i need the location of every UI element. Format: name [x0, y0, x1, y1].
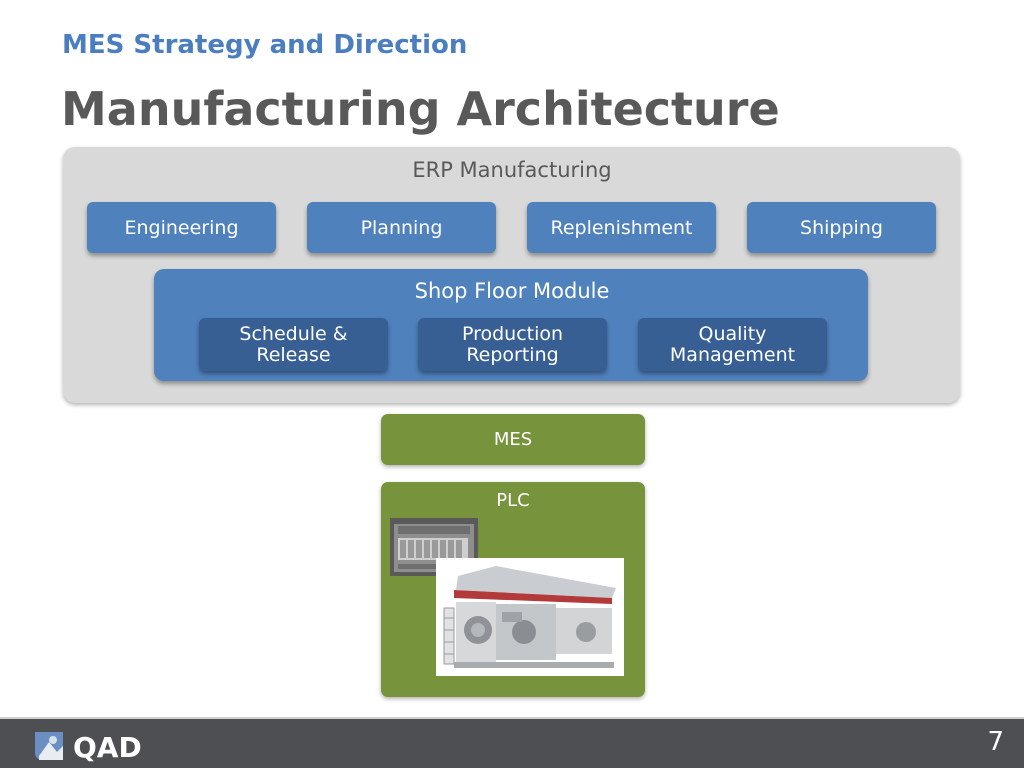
slide-subtitle: MES Strategy and Direction — [62, 30, 468, 60]
erp-module-shipping: Shipping — [747, 202, 936, 253]
shop-module-schedule-release: Schedule & Release — [199, 318, 388, 371]
erp-module-engineering: Engineering — [87, 202, 276, 253]
erp-module-replenishment: Replenishment — [527, 202, 716, 253]
shop-module-line: Management — [669, 343, 796, 366]
slide-footer — [0, 719, 1024, 768]
logo-text: QAD — [73, 731, 142, 762]
footer-divider — [0, 717, 1024, 719]
shop-module-production-reporting: Production Reporting — [418, 318, 607, 371]
shop-module-line: Reporting — [466, 343, 559, 366]
mes-box: MES — [381, 414, 645, 465]
shop-module-line: Production — [461, 322, 564, 345]
shop-floor-module-title: Shop Floor Module — [414, 279, 610, 303]
shop-module-quality-management: Quality Management — [638, 318, 827, 371]
shop-module-line: Quality — [698, 322, 767, 345]
erp-manufacturing-title: ERP Manufacturing — [412, 158, 612, 182]
shop-module-line: Schedule & — [239, 322, 348, 345]
qad-logo-icon: QAD — [33, 730, 173, 764]
shop-module-line: Release — [256, 343, 331, 366]
printing-machine-image — [436, 558, 624, 676]
plc-label: PLC — [496, 490, 530, 511]
erp-module-planning: Planning — [307, 202, 496, 253]
page-number: 7 — [987, 727, 1004, 757]
slide-title: Manufacturing Architecture — [61, 82, 780, 136]
